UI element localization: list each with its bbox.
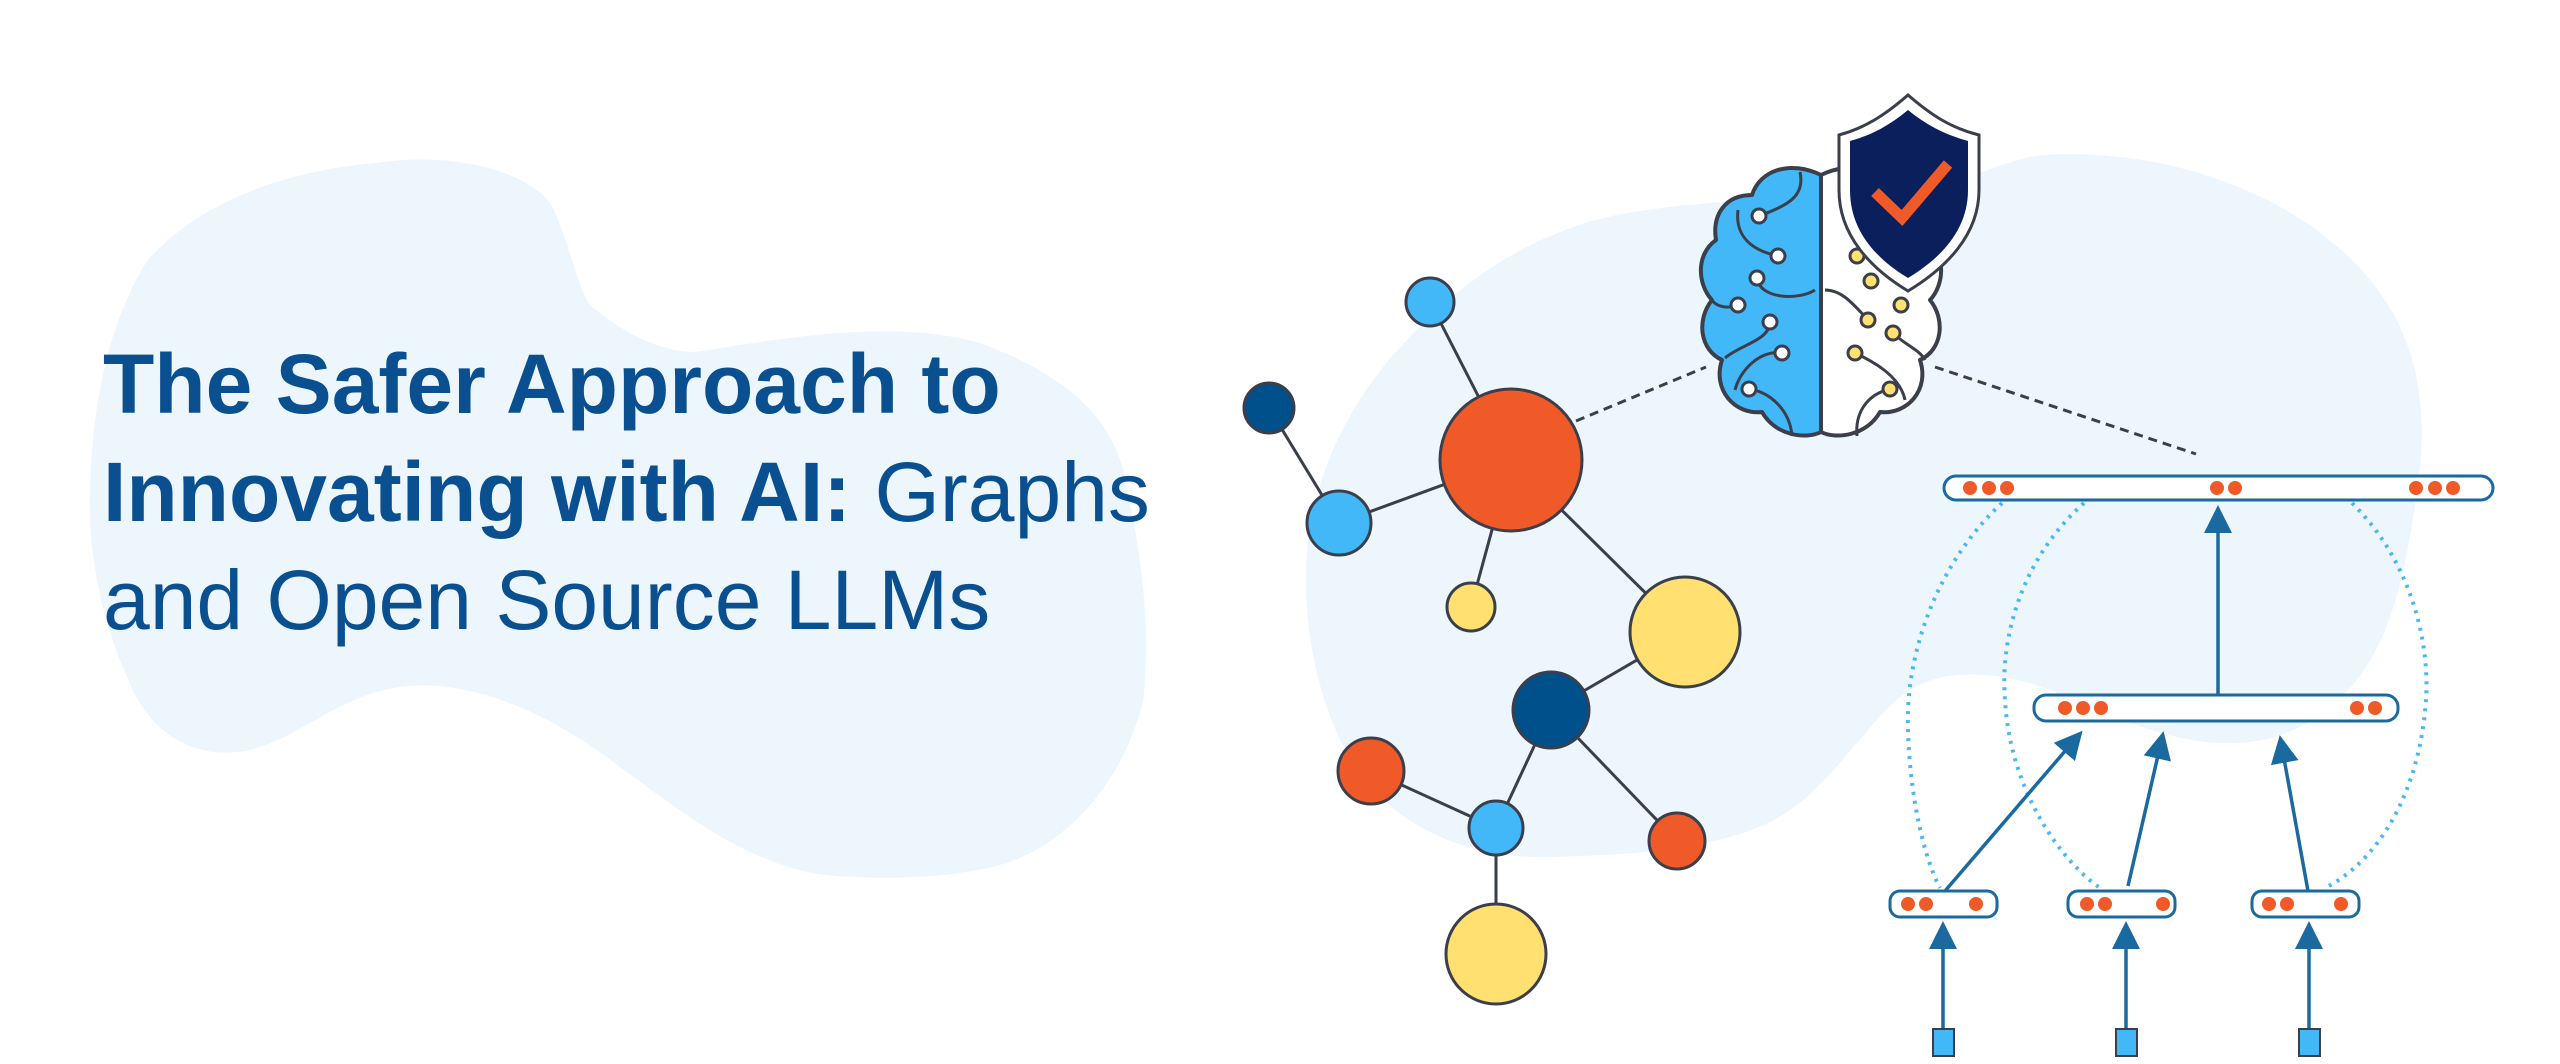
title-line-1: The Safer Approach to bbox=[103, 337, 1001, 431]
graph-node bbox=[1336, 736, 1406, 806]
title-line-3: and Open Source LLMs bbox=[103, 553, 991, 647]
graph-node bbox=[1628, 575, 1742, 689]
graph-node bbox=[1242, 381, 1296, 435]
graph-node bbox=[1467, 799, 1525, 857]
tree-layers bbox=[1888, 474, 2495, 919]
dashed-connector-right bbox=[1934, 365, 2197, 456]
graph-nodes bbox=[1242, 276, 1742, 1006]
graph-node bbox=[1445, 581, 1497, 633]
graph-node bbox=[1444, 902, 1548, 1006]
title-line-2-bold: Innovating with AI: bbox=[103, 445, 852, 539]
input-layer-bar bbox=[2250, 889, 2361, 919]
page-title: The Safer Approach to Innovating with AI… bbox=[103, 330, 1150, 654]
checkmark-icon bbox=[1871, 160, 1953, 227]
shield-check-icon bbox=[1837, 93, 1981, 293]
graph-node bbox=[1647, 811, 1707, 871]
left-background-blob bbox=[89, 159, 1147, 878]
right-background-blob bbox=[1305, 154, 2422, 858]
title-line-2-regular: Graphs bbox=[851, 445, 1150, 539]
dashed-connector-left bbox=[1575, 365, 1707, 423]
attention-arcs bbox=[1905, 501, 2429, 890]
middle-layer-bar bbox=[2032, 693, 2400, 723]
graph-node bbox=[1404, 276, 1456, 328]
graph-node bbox=[1511, 670, 1591, 750]
input-layer-bar bbox=[2066, 889, 2177, 919]
input-layer-bar bbox=[1888, 889, 1999, 919]
graph-node bbox=[1438, 387, 1584, 533]
graph-node bbox=[1305, 489, 1373, 557]
tree-arrows bbox=[1929, 505, 2323, 1029]
input-token-squares bbox=[1932, 1028, 2321, 1057]
token-dots bbox=[1901, 481, 2460, 911]
